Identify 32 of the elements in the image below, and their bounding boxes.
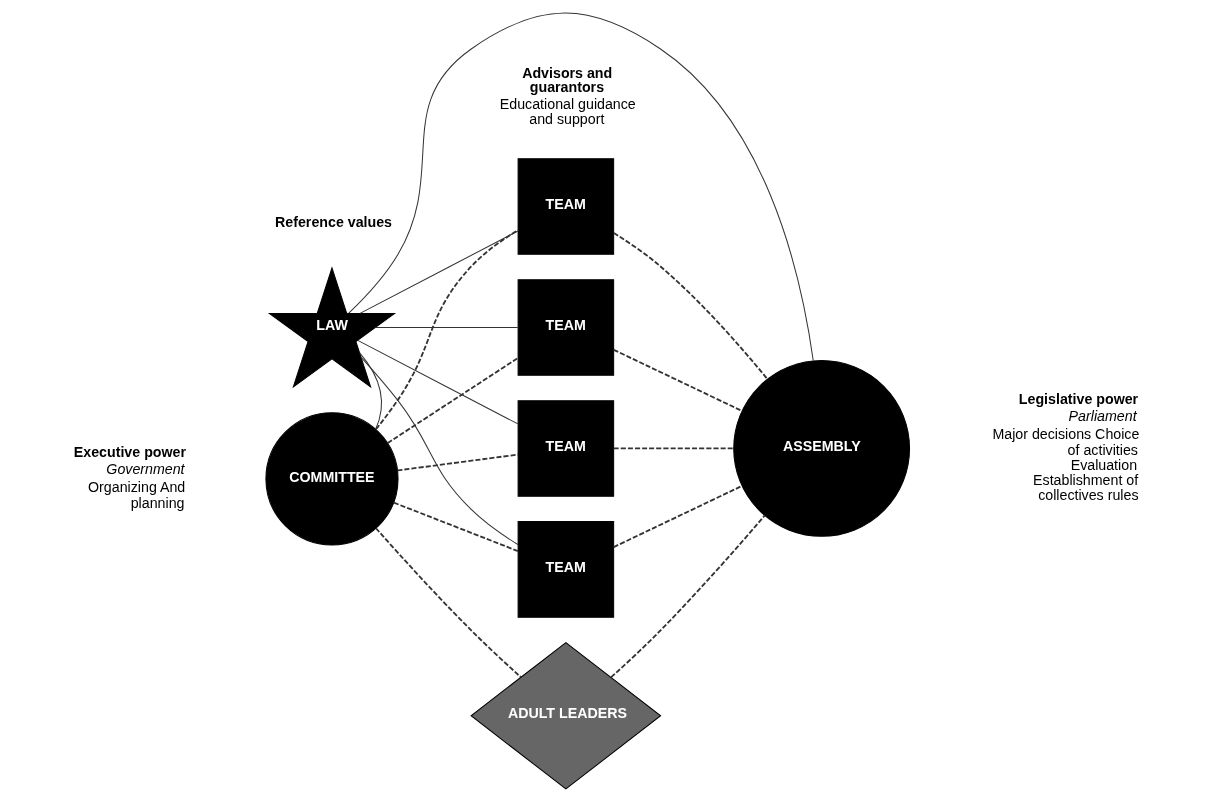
connector [357, 339, 519, 424]
connector [613, 231, 769, 380]
connector [359, 229, 519, 314]
node-label: Reference values [275, 213, 393, 230]
node-label: Educational guidance and support [499, 95, 636, 127]
connector [386, 356, 519, 444]
node-box: TEAM [517, 520, 615, 618]
node-label: Organizing And planning [88, 478, 186, 511]
connector [375, 527, 522, 678]
node-circle: ASSEMBLY [733, 359, 911, 537]
node-diamond: ADULT LEADERS [470, 641, 662, 790]
connector [360, 356, 519, 545]
connector [612, 447, 735, 449]
connector [610, 514, 766, 678]
connector [359, 351, 383, 430]
node-circle: COMMITTEE [265, 411, 399, 545]
connector [348, 12, 814, 361]
connector [396, 453, 519, 471]
node-box: TEAM [517, 399, 615, 497]
connector [612, 348, 743, 412]
node-box: TEAM [517, 278, 615, 376]
connector [393, 501, 519, 552]
node-label: Executive power [73, 443, 187, 460]
connector [374, 326, 519, 328]
connector [612, 484, 743, 548]
node-label: Advisors and guarantors [522, 64, 613, 95]
node-label: Parliament [1068, 407, 1137, 424]
node-label: Major decisions Choice of activities Evaluation Establishment of collectives rules [992, 425, 1140, 503]
connector [375, 228, 519, 430]
node-box: TEAM [517, 157, 615, 255]
node-label: Legislative power [1018, 390, 1139, 407]
node-label: Government [106, 460, 185, 477]
